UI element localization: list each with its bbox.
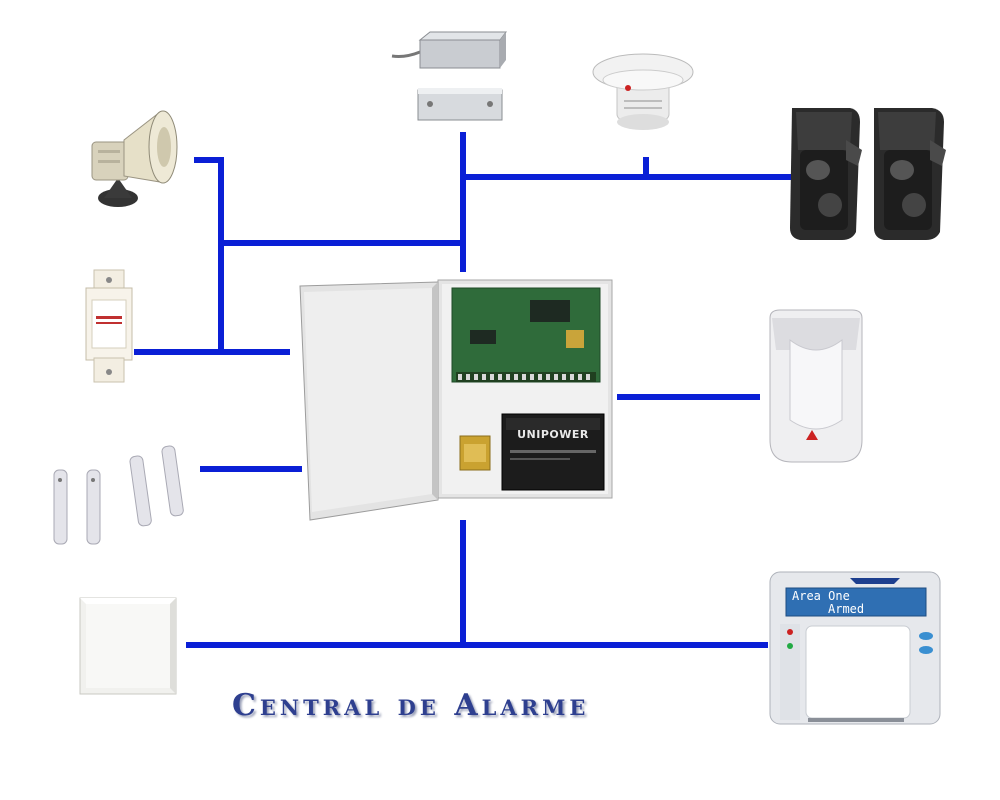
pir-motion-detector bbox=[770, 310, 862, 462]
magnetic-contacts bbox=[54, 445, 184, 544]
alarm-control-panel bbox=[300, 280, 612, 520]
outdoor-motion-sensor-left bbox=[790, 108, 862, 240]
diagram-title: Central de Alarme bbox=[232, 688, 772, 723]
wire-siren bbox=[194, 160, 221, 352]
overhead-door-contact bbox=[392, 32, 506, 120]
siren-horn-device bbox=[92, 111, 177, 207]
smoke-detector bbox=[593, 54, 693, 130]
keypad-lcd-line2: Armed bbox=[792, 603, 932, 616]
outdoor-motion-sensor-right bbox=[874, 108, 946, 240]
buzzer-module bbox=[86, 270, 132, 382]
junction-box bbox=[80, 598, 176, 694]
keypad-lcd-display: Area One Armed bbox=[792, 590, 932, 616]
battery-brand-label: UNIPOWER bbox=[507, 428, 599, 441]
